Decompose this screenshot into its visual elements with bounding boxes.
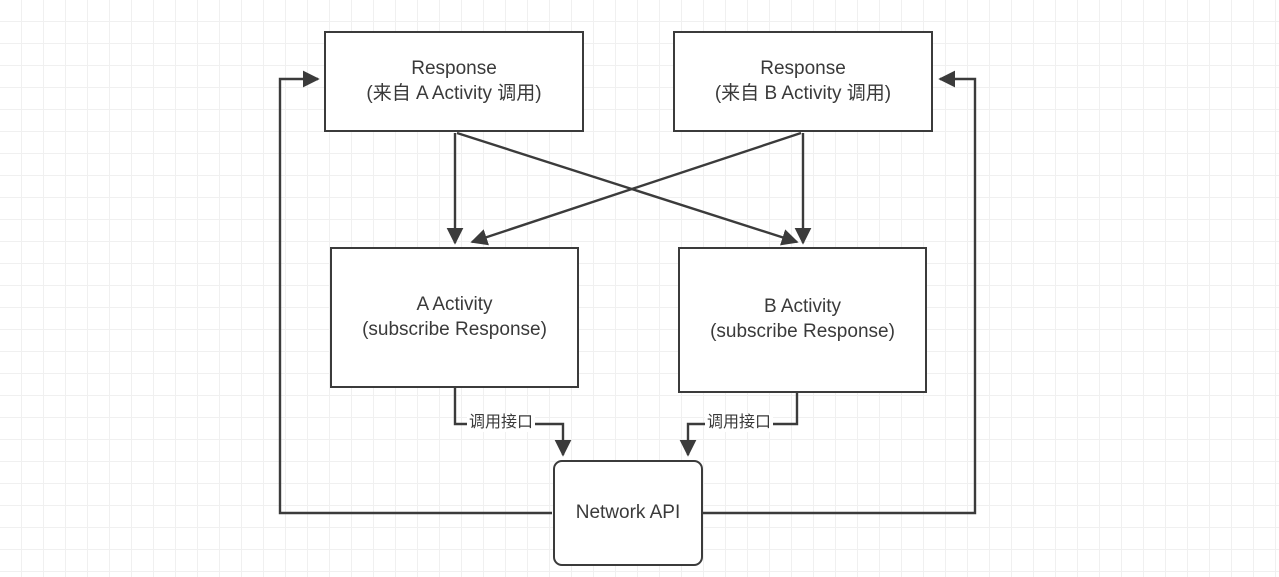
node-activity-b[interactable]: B Activity (subscribe Response) <box>678 247 927 393</box>
node-activity-a[interactable]: A Activity (subscribe Response) <box>330 247 579 388</box>
edge-response-a-to-activity-b <box>456 131 799 246</box>
node-network-api[interactable]: Network API <box>553 460 703 566</box>
node-response-a[interactable]: Response (来自 A Activity 调用) <box>324 31 584 132</box>
edge-label-call-api-left: 调用接口 <box>467 414 536 432</box>
node-response-a-line1: Response <box>411 57 497 79</box>
node-activity-b-line1: B Activity <box>763 296 842 318</box>
node-response-b-line1: Response <box>760 57 846 79</box>
node-network-api-line1: Network API <box>575 501 681 523</box>
node-response-b[interactable]: Response (来自 B Activity 调用) <box>673 31 933 132</box>
node-activity-a-line1: A Activity <box>416 293 493 315</box>
node-activity-a-line2: (subscribe Response) <box>362 318 547 340</box>
node-response-b-line2: (来自 B Activity 调用) <box>714 82 892 104</box>
edge-label-call-api-right: 调用接口 <box>705 414 774 432</box>
node-activity-b-line2: (subscribe Response) <box>710 321 895 342</box>
edge-response-b-to-activity-a <box>470 131 802 246</box>
node-response-a-line2: (来自 A Activity 调用) <box>366 82 542 104</box>
